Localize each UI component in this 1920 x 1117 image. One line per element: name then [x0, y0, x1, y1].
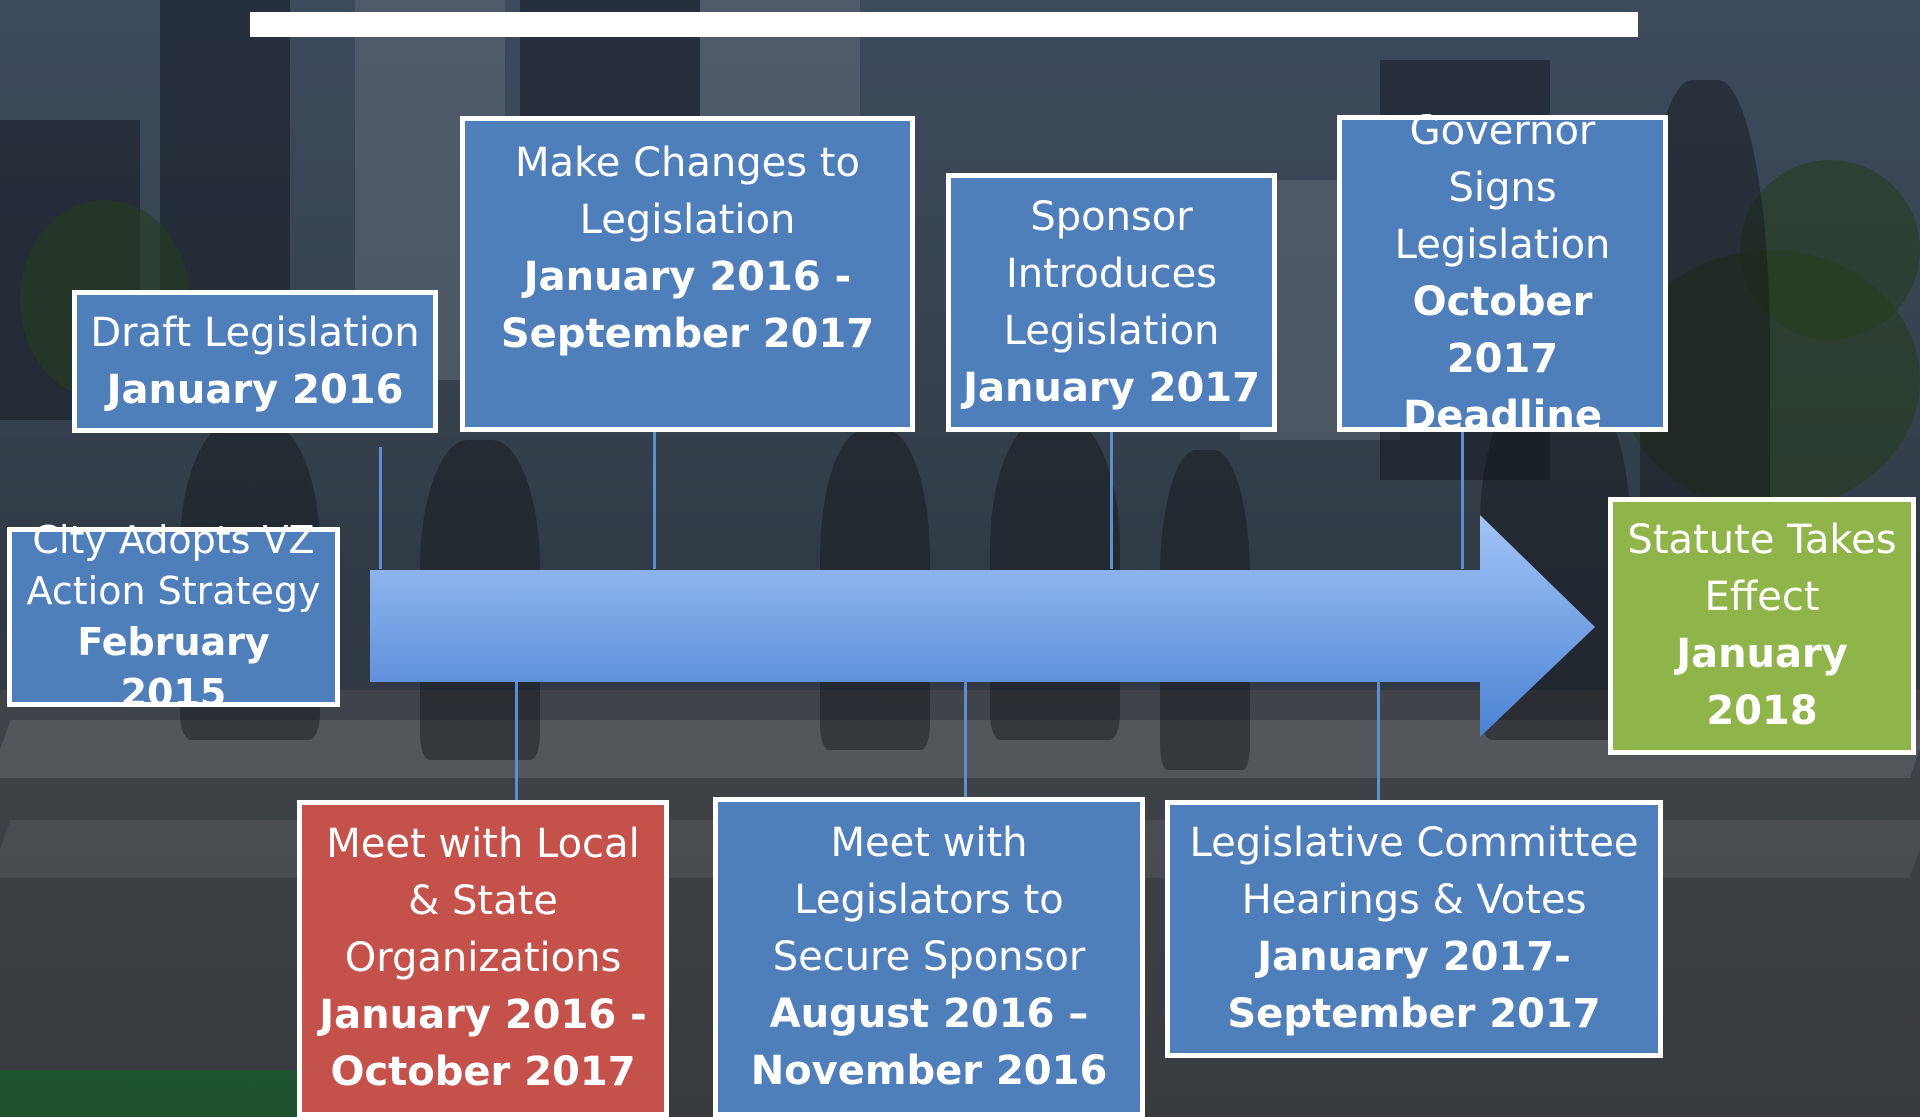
milestone-governor-signs: Governor Signs Legislation October 2017 … — [1337, 108, 1668, 439]
milestone-title-line: Legislative Committee — [1189, 820, 1639, 866]
connector-draft — [379, 447, 382, 569]
milestone-title-line: Organizations — [344, 935, 622, 981]
milestone-title-line: Signs — [1448, 164, 1557, 211]
milestone-title-line: Introduces — [1005, 250, 1218, 297]
milestone-title-line: & State — [408, 878, 558, 924]
connector-make-changes — [653, 432, 656, 569]
milestone-date: January 2017- — [1257, 934, 1571, 980]
milestone-title-line: City Adopts VZ — [32, 518, 315, 562]
milestone-title-line: Statute Takes — [1627, 517, 1897, 563]
milestone-sponsor-introduces: Sponsor Introduces Legislation January 2… — [946, 173, 1277, 432]
milestone-title-line: Sponsor — [1030, 193, 1193, 240]
milestone-title-line: Governor — [1409, 107, 1596, 154]
milestone-title-line: Effect — [1704, 574, 1820, 620]
milestone-date: 2018 — [1706, 688, 1818, 734]
connector-governor — [1461, 432, 1464, 569]
milestone-date: February 2015 — [77, 620, 270, 715]
connector-meet-legislators — [964, 680, 967, 800]
milestone-date: January — [1676, 631, 1848, 677]
milestone-date: August 2016 – — [769, 990, 1089, 1037]
milestone-title-line: Draft Legislation — [90, 309, 420, 356]
milestone-title-line: Make Changes to — [515, 140, 860, 186]
milestone-date: Deadline — [1403, 392, 1602, 439]
milestone-date: January 2016 - — [319, 992, 647, 1038]
milestone-date: October 2017 — [330, 1049, 636, 1095]
connector-committee — [1377, 680, 1380, 802]
connector-meet-local — [515, 680, 518, 802]
milestone-title-line: Meet with — [830, 819, 1028, 866]
milestone-title-line: Legislation — [579, 197, 796, 243]
milestone-date: October 2017 — [1412, 278, 1593, 382]
milestone-title-line: Action Strategy — [26, 569, 321, 613]
top-title-bar — [250, 12, 1638, 37]
milestone-title-line: Meet with Local — [326, 821, 640, 867]
milestone-committee-hearings: Legislative Committee Hearings & Votes J… — [1165, 800, 1663, 1058]
milestone-title-line: Legislation — [1003, 307, 1220, 354]
milestone-title-line: Secure Sponsor — [772, 933, 1086, 980]
milestone-statute-effect: Statute Takes Effect January 2018 — [1608, 497, 1916, 755]
milestone-city-adopts: City Adopts VZ Action Strategy February … — [7, 518, 340, 715]
milestone-date: September 2017 — [1227, 991, 1601, 1037]
milestone-date: November 2016 — [750, 1047, 1108, 1094]
milestone-title-line: Hearings & Votes — [1241, 877, 1587, 923]
milestone-date: January 2016 - — [523, 254, 852, 300]
milestone-draft-legislation: Draft Legislation January 2016 — [72, 290, 438, 433]
milestone-make-changes: Make Changes to Legislation January 2016… — [460, 116, 915, 432]
connector-sponsor — [1110, 432, 1113, 569]
timeline-arrow — [370, 515, 1595, 737]
milestone-date: January 2017 — [963, 364, 1260, 411]
milestone-date: September 2017 — [500, 311, 875, 357]
milestone-title-line: Legislators to — [794, 876, 1064, 923]
milestone-meet-local: Meet with Local & State Organizations Ja… — [297, 800, 669, 1117]
milestone-title-line: Legislation — [1394, 221, 1611, 268]
milestone-date: January 2016 — [106, 366, 404, 413]
milestone-meet-legislators: Meet with Legislators to Secure Sponsor … — [713, 797, 1145, 1117]
